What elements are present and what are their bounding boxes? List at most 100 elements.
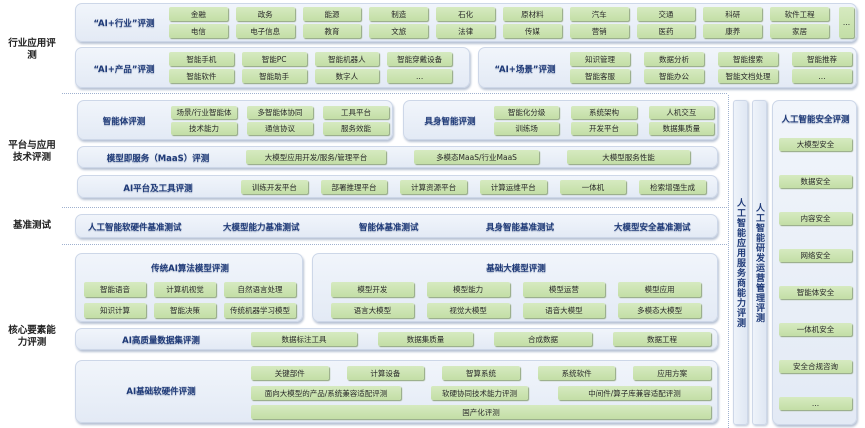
chip: 智能机器人 [314,52,380,66]
infra-panel: AI基础软硬件评测 关键部件计算设备智算系统系统软件应用方案 面向大模型的产品/… [75,360,718,423]
chip-more: ... [839,7,854,38]
panel-title: “AI+行业”评测 [93,19,155,29]
ai-platform-panel: AI平台及工具评测 训练开发平台部署推理平台计算资源平台计算运维平台一体机检索增… [77,175,718,198]
chip: ... [779,397,852,410]
chip: 一体机 [559,180,627,194]
panel-title: 智能体评测 [102,117,146,127]
chip: 一体机安全 [779,323,852,336]
chip: 知识计算 [84,303,146,318]
chip: 知识管理 [570,52,630,66]
chip: 场景/行业智能体 [171,106,237,119]
panel-title: 传统AI算法模型评测 [151,264,229,274]
chip: 视觉大模型 [426,303,510,318]
chip: ... [792,69,852,83]
traditional-ai-panel: 传统AI算法模型评测 智能语音计算机视觉自然语言处理知识计算智能决策传统机器学习… [75,253,303,322]
chip: 智能穿戴设备 [387,52,452,66]
chip: 工具平台 [323,106,389,119]
chip: 传媒 [502,24,562,38]
chip: 大模型安全 [779,138,852,151]
chip: 服务效能 [323,122,389,135]
chip: 交通 [636,7,696,21]
benchmark-panel: 人工智能软硬件基准测试 大模型能力基准测试 智能体基准测试 具身智能基准测试 大… [75,214,718,238]
chip: 医药 [636,24,696,38]
chip: 网络安全 [779,249,852,262]
chip: 电信 [169,24,228,38]
chip: 语言大模型 [331,303,414,318]
panel-title: AI平台及工具评测 [123,184,193,194]
chip: 数据分析 [644,52,704,66]
rd-ops-bar: 人工智能研发运营管理评测 [752,100,767,425]
divider [62,207,727,208]
side-label-industry: 行业应用评测 [8,38,56,61]
chip: 模型运营 [522,282,606,297]
service-provider-bar: 人工智能应用服务商能力评测 [733,100,748,425]
chip: 安全合规咨询 [779,360,852,373]
ai-scene-panel: “AI+场景”评测 知识管理数据分析智能搜索智能推荐智能客服智能办公智能文档处理… [478,47,857,88]
chip: 政务 [235,7,295,21]
chip: ... [387,69,452,83]
chip: 科研 [703,7,763,21]
chip: 智算系统 [442,366,520,380]
chip: 通信协议 [247,122,313,135]
chip: 大模型服务性能 [567,150,690,164]
chip: 汽车 [569,7,629,21]
benchmark-item: 智能体基准测试 [359,223,419,233]
panel-title: 模型即服务（MaaS）评测 [106,154,210,164]
chip: 软件工程 [770,7,829,21]
side-label-benchmark: 基准测试 [12,220,51,231]
divider [728,95,729,428]
chip: 智能决策 [154,303,216,318]
chip: 数据集质量 [648,122,714,135]
chip: 数据工程 [613,332,711,346]
chip: 法律 [436,24,495,38]
chip: 能源 [302,7,362,21]
dataset-panel: AI高质量数据集评测 数据标注工具 数据集质量 合成数据 数据工程 [75,328,718,350]
side-label-platform: 平台与应用技术评测 [8,140,56,163]
chip: 数据安全 [779,175,852,188]
chip: 数据标注工具 [251,332,357,346]
chip-localization: 国产化评测 [251,405,711,419]
chip: 多模态MaaS/行业MaaS [414,150,539,164]
chip: 数字人 [314,69,380,83]
chip: 传统机器学习模型 [224,303,296,318]
chip: 系统架构 [571,106,637,119]
chip: 内容安全 [779,212,852,225]
chip: 电子信息 [235,24,295,38]
chip: 合成数据 [494,332,592,346]
embodied-panel: 具身智能评测 智能化分级系统架构人机交互训练场开发平台数据集质量 [403,100,718,140]
chip: 智能文档处理 [718,69,778,83]
chip: 软硬协同技术能力评测 [431,386,528,400]
chip: 营销 [569,24,629,38]
panel-title: “AI+产品”评测 [93,65,155,75]
chip: 原材料 [502,7,562,21]
chip: 训练开发平台 [241,180,308,194]
panel-title: AI高质量数据集评测 [122,336,200,346]
chip: 大模型应用开发/服务/管理平台 [246,150,386,164]
chip: 中间件/算子库兼容适配评测 [558,386,711,400]
foundation-model-panel: 基础大模型评测 模型开发模型能力模型运营模型应用语言大模型视觉大模型语音大模型多… [312,253,718,322]
divider [62,244,727,245]
chip: 模型能力 [426,282,510,297]
chip: 关键部件 [251,366,329,380]
panel-title: 基础大模型评测 [486,264,546,274]
chip: 语音大模型 [522,303,606,318]
chip: 数据集质量 [378,332,473,346]
divider [62,93,727,94]
benchmark-item: 具身智能基准测试 [486,223,555,233]
chip: 金融 [169,7,228,21]
benchmark-item: 大模型安全基准测试 [614,223,691,233]
chip: 家居 [770,24,829,38]
side-label-core: 核心要素能力评测 [8,325,56,348]
chip: 智能办公 [644,69,704,83]
chip: 教育 [302,24,362,38]
panel-title: “AI+场景”评测 [494,65,556,75]
chip: 计算运维平台 [479,180,547,194]
chip: 智能化分级 [494,106,560,119]
chip: 制造 [369,7,429,21]
chip: 多智能体协同 [247,106,313,119]
chip: 模型应用 [618,282,701,297]
chip: 系统软件 [537,366,616,380]
chip: 应用方案 [633,366,711,380]
chip: 智能软件 [169,69,234,83]
chip: 训练场 [494,122,560,135]
